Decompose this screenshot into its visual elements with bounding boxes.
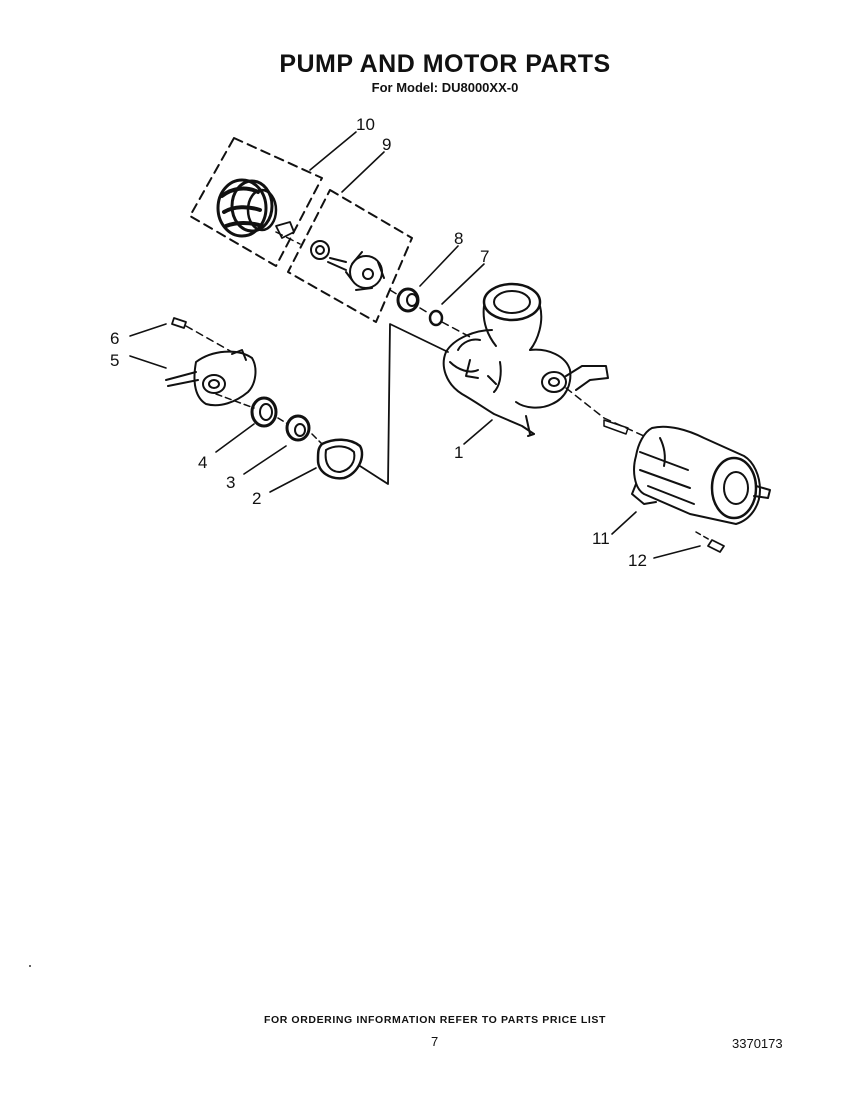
callout-3: 3: [226, 473, 235, 492]
washer-7-part: [428, 309, 444, 327]
callout-10: 10: [356, 115, 375, 134]
callout-2: 2: [252, 489, 261, 508]
filter-part: [216, 178, 295, 239]
callout-12: 12: [628, 551, 647, 570]
seal-8-part: [396, 287, 420, 313]
gasket-2-part: [316, 438, 364, 480]
callout-4: 4: [198, 453, 207, 472]
screw-12-part: [695, 531, 725, 553]
drain-cover-5-part: [165, 349, 257, 407]
document-number: 3370173: [732, 1036, 783, 1051]
callout-1: 1: [454, 443, 463, 462]
ordering-note: FOR ORDERING INFORMATION REFER TO PARTS …: [263, 1014, 607, 1026]
callout-5: 5: [110, 351, 119, 370]
pump-housing-part: [442, 282, 609, 437]
impeller-part: [310, 240, 385, 291]
motor-part: [631, 425, 771, 525]
ring-4-part: [250, 396, 278, 428]
callout-6: 6: [110, 329, 119, 348]
seal-3-part: [285, 414, 311, 442]
callout-11: 11: [592, 529, 610, 548]
callout-9: 9: [382, 135, 391, 154]
scan-dot: [29, 965, 31, 967]
screw-6-part: [171, 317, 233, 353]
assembly-connector-line: [359, 323, 449, 485]
page-title: PUMP AND MOTOR PARTS: [279, 50, 611, 78]
model-subtitle: For Model: DU8000XX-0: [371, 80, 519, 95]
leader-lines: [129, 131, 701, 559]
callout-7: 7: [480, 247, 489, 266]
callout-8: 8: [454, 229, 463, 248]
motor-shaft: [565, 387, 645, 437]
impeller-assembly-dashed-box: [287, 189, 413, 323]
filter-assembly-dashed-box: [189, 137, 323, 267]
page-number: 7: [431, 1034, 439, 1049]
